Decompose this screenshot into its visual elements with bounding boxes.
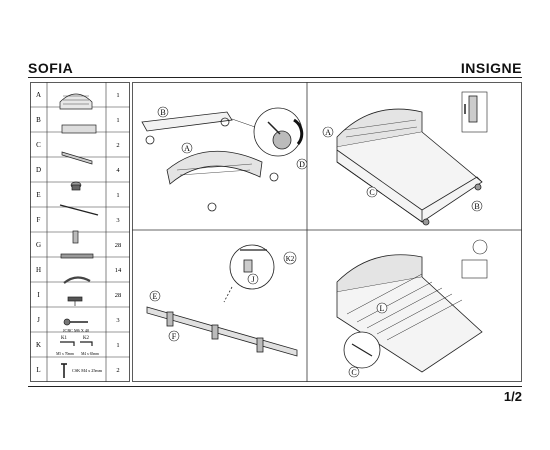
step-2-panel <box>336 91 488 226</box>
part-letter: E <box>36 191 40 199</box>
slat-support-icon <box>61 124 97 134</box>
part-quantity: 28 <box>115 242 122 249</box>
callout-a: A <box>184 144 190 153</box>
foot-icon <box>70 181 82 191</box>
callout-d: D <box>299 160 305 169</box>
step-3-callouts: E F J K2 <box>149 251 297 342</box>
assembly-diagrams: B A D A C B E F <box>132 82 522 382</box>
part-quantity: 1 <box>116 117 119 124</box>
footer-rule <box>28 386 522 387</box>
part-l-caption: CSK M4 x 25mm <box>72 368 103 373</box>
bolt-icon <box>63 318 88 326</box>
part-quantity: 3 <box>116 317 119 324</box>
part-k2-caption: M4 x 65mm <box>81 352 99 356</box>
parts-table: A B C D E F G H I J K L 1 1 2 4 1 3 28 14 28 3 1 2 JCBC M6 X 4… <box>30 82 130 382</box>
part-letter: A <box>36 91 41 99</box>
headboard-icon <box>59 93 93 110</box>
callout-e: E <box>153 292 158 301</box>
callout-b: B <box>160 108 165 117</box>
part-quantity: 1 <box>116 192 119 199</box>
part-quantity: 4 <box>116 167 120 174</box>
callout-a: A <box>325 128 331 137</box>
callout-l: L <box>380 304 385 313</box>
part-k1-caption: M5 x 70mm <box>56 352 74 356</box>
leg-icon <box>72 230 79 244</box>
part-k2-label: K2 <box>83 336 90 341</box>
part-letter: G <box>36 241 41 249</box>
screw-icon <box>61 363 67 378</box>
slat-cap-icon <box>67 296 83 306</box>
part-quantity: 1 <box>116 342 119 349</box>
side-rail-icon <box>61 151 93 165</box>
slat-icon <box>60 253 94 259</box>
part-letter: I <box>37 291 40 299</box>
product-title: INSIGNE <box>460 60 522 76</box>
part-letter: F <box>37 216 41 224</box>
part-quantity: 14 <box>115 267 122 274</box>
header-rule <box>28 77 522 78</box>
page-number: 1/2 <box>503 389 522 404</box>
part-letter: B <box>36 116 41 124</box>
step-2-callouts: A C B <box>322 126 483 212</box>
step-1-callouts: B A D <box>157 106 308 170</box>
step-4-callouts: L C <box>348 302 388 378</box>
part-letter: K <box>36 341 41 349</box>
part-letter: J <box>37 316 40 324</box>
step-3-panel <box>146 244 298 357</box>
part-quantity: 3 <box>116 217 119 224</box>
callout-j: J <box>251 275 254 284</box>
step-4-panel <box>336 239 488 373</box>
part-letter: D <box>36 166 41 174</box>
callout-f: F <box>172 332 177 341</box>
part-k1-label: K1 <box>61 336 68 341</box>
center-bar-icon <box>59 204 99 216</box>
callout-c: C <box>351 368 356 377</box>
callout-b: B <box>474 202 479 211</box>
part-letter: L <box>36 366 40 374</box>
callout-k2: K2 <box>286 255 295 263</box>
part-letter: C <box>36 141 41 149</box>
part-j-caption: JCBC M6 X 40 <box>63 328 89 333</box>
part-quantity: 1 <box>116 92 119 99</box>
step-1-panel <box>141 107 304 212</box>
brand-title: SOFIA <box>28 60 74 76</box>
slat-holder-icon <box>63 276 91 284</box>
callout-c: C <box>369 188 374 197</box>
part-quantity: 2 <box>116 142 119 149</box>
part-letter: H <box>36 266 41 274</box>
part-quantity: 2 <box>116 367 119 374</box>
allen-key-icon <box>60 341 93 346</box>
part-quantity: 28 <box>115 292 122 299</box>
